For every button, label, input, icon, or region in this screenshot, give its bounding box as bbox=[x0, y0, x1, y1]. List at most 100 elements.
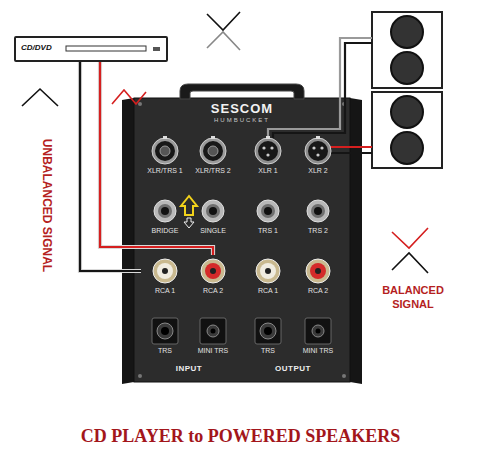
jack-node: MINI TRS bbox=[189, 315, 237, 359]
jack-latch bbox=[316, 136, 320, 139]
jack-ring bbox=[307, 200, 329, 222]
jack-label: XLR 1 bbox=[244, 167, 292, 174]
panel-label: INPUT bbox=[149, 364, 229, 373]
jack-symbol bbox=[294, 315, 342, 347]
waveform bbox=[392, 228, 428, 248]
jack-label: TRS 2 bbox=[294, 227, 342, 234]
jack-label: MINI TRS bbox=[294, 347, 342, 354]
rca-ring bbox=[256, 259, 280, 283]
device-box: SESCOMHUMBUCKETINPUTOUTPUTXLR/TRS 1XLR/T… bbox=[122, 98, 362, 382]
waveform bbox=[207, 12, 240, 30]
jack-socket bbox=[308, 141, 328, 161]
jack-label: RCA 2 bbox=[189, 287, 237, 294]
jack-label: RCA 1 bbox=[141, 287, 189, 294]
jack-symbol bbox=[141, 135, 189, 167]
player-box: CD/DVD bbox=[14, 36, 168, 62]
jack-node: XLR/TRS 2 bbox=[189, 135, 237, 179]
signal-wire bbox=[80, 62, 141, 271]
jack-symbol bbox=[189, 255, 237, 287]
speaker-driver bbox=[391, 132, 423, 164]
jack-plate bbox=[305, 318, 331, 344]
signal-label: BALANCED SIGNAL bbox=[376, 284, 450, 312]
jack-ring bbox=[157, 323, 173, 339]
jack-ring bbox=[202, 200, 224, 222]
rca-hole bbox=[210, 268, 216, 274]
jack-node: SINGLE bbox=[189, 195, 237, 239]
device-panel bbox=[134, 98, 350, 382]
jack-nut bbox=[206, 204, 220, 218]
jack-ring bbox=[200, 138, 226, 164]
jack-symbol bbox=[244, 255, 292, 287]
jack-node: TRS bbox=[244, 315, 292, 359]
device-flange bbox=[350, 98, 362, 384]
rca-hole bbox=[315, 268, 321, 274]
jack-latch bbox=[163, 136, 167, 139]
speaker-driver bbox=[391, 96, 423, 128]
jack-ring bbox=[255, 138, 281, 164]
jack-plate bbox=[152, 318, 178, 344]
jack-symbol bbox=[294, 255, 342, 287]
jack-symbol bbox=[244, 315, 292, 347]
rca-insulator bbox=[310, 263, 326, 279]
jack-hole bbox=[160, 146, 170, 156]
screw bbox=[342, 374, 346, 378]
jack-latch bbox=[211, 136, 215, 139]
rca-hole bbox=[265, 268, 271, 274]
jack-nut bbox=[311, 204, 325, 218]
jack-socket bbox=[258, 141, 278, 161]
waveform bbox=[392, 253, 428, 273]
speaker-box bbox=[372, 12, 442, 88]
jack-node: RCA 2 bbox=[189, 255, 237, 299]
jack-node: XLR 2 bbox=[294, 135, 342, 179]
jack-symbol bbox=[141, 255, 189, 287]
wire-halo bbox=[100, 62, 213, 255]
jack-label: RCA 1 bbox=[244, 287, 292, 294]
speaker-driver bbox=[391, 16, 423, 48]
jack-label: SINGLE bbox=[189, 227, 237, 234]
jack-symbol bbox=[244, 195, 292, 227]
brand-text: HUMBUCKET bbox=[177, 117, 307, 123]
jack-node: XLR 1 bbox=[244, 135, 292, 179]
jack-ring bbox=[312, 325, 324, 337]
jack-node: XLR/TRS 1 bbox=[141, 135, 189, 179]
switch-arrow bbox=[184, 218, 194, 228]
jack-pin bbox=[262, 146, 265, 149]
jack-node: RCA 1 bbox=[244, 255, 292, 299]
jack-ring bbox=[207, 325, 219, 337]
jack-hole bbox=[161, 207, 169, 215]
player-button bbox=[153, 47, 160, 51]
jack-label: TRS bbox=[141, 347, 189, 354]
screw bbox=[138, 102, 142, 106]
speaker-wire bbox=[268, 38, 372, 140]
device-flange bbox=[122, 98, 134, 384]
brand-text: SESCOM bbox=[177, 101, 307, 116]
waveform bbox=[22, 89, 58, 106]
jack-label: TRS bbox=[244, 347, 292, 354]
jack-node: RCA 2 bbox=[294, 255, 342, 299]
speaker-box bbox=[372, 92, 442, 168]
rca-ring bbox=[201, 259, 225, 283]
jack-node: BRIDGE bbox=[141, 195, 189, 239]
jack-symbol bbox=[244, 135, 292, 167]
jack-pin bbox=[266, 153, 269, 156]
jack-symbol bbox=[294, 195, 342, 227]
jack-label: XLR/TRS 1 bbox=[141, 167, 189, 174]
jack-ring bbox=[260, 323, 276, 339]
device-name: CD/DVD bbox=[21, 43, 65, 52]
jack-nut bbox=[158, 204, 172, 218]
jack-symbol bbox=[189, 315, 237, 347]
jack-ring bbox=[305, 138, 331, 164]
signal-label: UNBALANCED SIGNAL bbox=[39, 111, 54, 301]
waveform bbox=[207, 32, 240, 50]
jack-symbol bbox=[141, 195, 189, 227]
caption: CD PLAYER to POWERED SPEAKERS bbox=[0, 426, 481, 447]
waveform bbox=[112, 90, 146, 104]
signal-wire bbox=[100, 62, 213, 255]
jack-hole bbox=[314, 207, 322, 215]
jack-ring bbox=[154, 200, 176, 222]
jack-hole bbox=[316, 329, 321, 334]
jack-pin bbox=[320, 146, 323, 149]
jack-hole bbox=[264, 327, 272, 335]
